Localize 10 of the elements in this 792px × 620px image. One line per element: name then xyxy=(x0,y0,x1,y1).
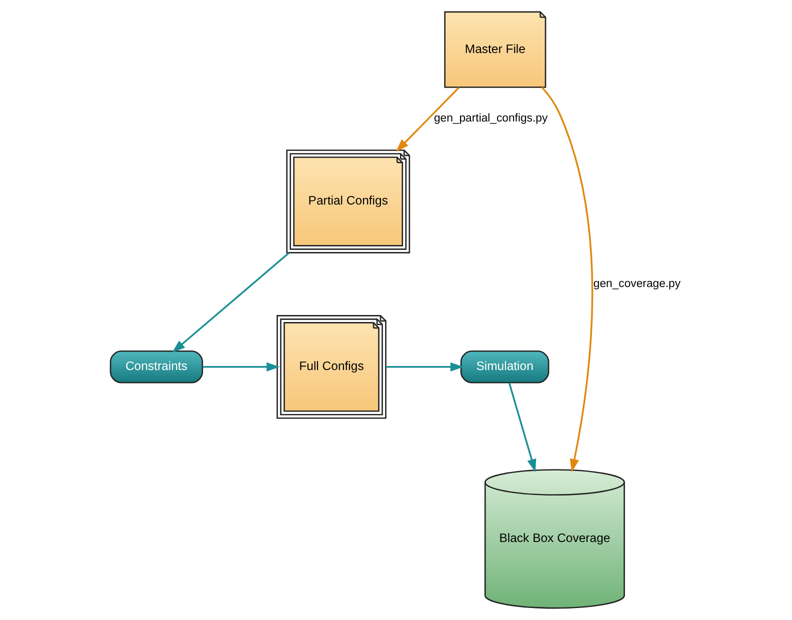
arrow xyxy=(172,252,290,353)
edge-label: gen_partial_configs.py xyxy=(433,112,548,125)
node-box: Constraints xyxy=(109,350,203,384)
arrow xyxy=(395,86,459,152)
arrow xyxy=(540,86,593,472)
edge-label: gen_coverage.py xyxy=(592,278,680,290)
node-box: Simulation xyxy=(460,350,549,384)
arrow xyxy=(202,362,280,372)
arrow xyxy=(386,362,464,372)
arrow xyxy=(508,382,536,472)
